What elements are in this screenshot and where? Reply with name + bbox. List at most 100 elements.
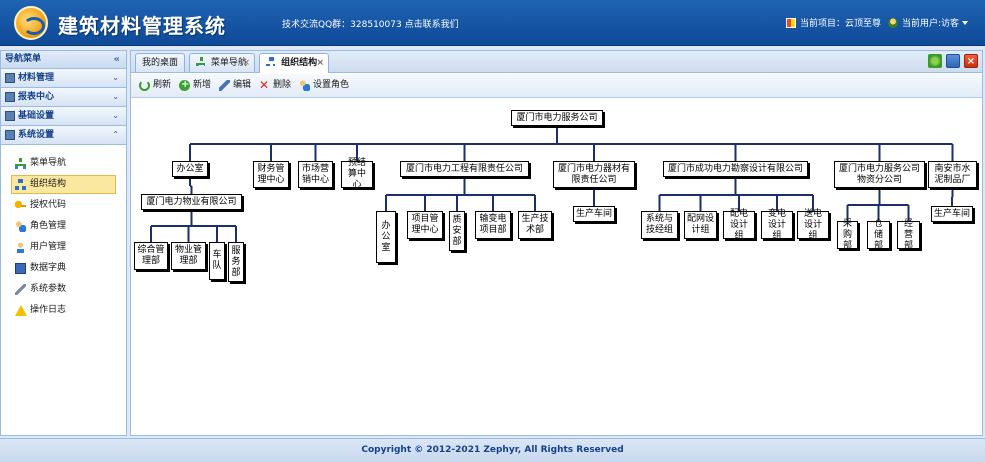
- sidebar-group-system-settings[interactable]: 系统设置 ⌃: [1, 126, 126, 145]
- app-title: 建筑材料管理系统: [58, 14, 226, 38]
- org-node-transform[interactable]: 变电设计组: [761, 209, 793, 241]
- tab-org-structure[interactable]: 组织结构 ×: [259, 53, 329, 73]
- footer: Copyright © 2012-2021 Zephyr, All Rights…: [0, 438, 985, 462]
- org-node-cement[interactable]: 南安市水泥制品厂: [928, 161, 977, 188]
- org-node-materials[interactable]: 厦门市电力服务公司物资分公司: [834, 161, 925, 188]
- sidebar-item-label: 组织结构: [30, 179, 67, 189]
- org-node-workshop2[interactable]: 生产车间: [931, 206, 973, 222]
- sidebar-item-auth-code[interactable]: 授权代码: [11, 196, 116, 215]
- current-project-label: 当前项目：云顶至尊: [800, 19, 882, 29]
- org-node-service[interactable]: 服务部: [228, 242, 244, 282]
- sidebar-header: 导航菜单 «: [1, 51, 126, 69]
- tab-label: 我的桌面: [142, 58, 179, 68]
- project-flag-icon: [786, 17, 796, 28]
- role-icon: [15, 221, 26, 232]
- org-node-label: 预结算中心: [347, 158, 366, 190]
- org-icon: [15, 179, 26, 190]
- org-node-storage[interactable]: 仓储部: [867, 219, 890, 251]
- sidebar-group-basic-settings[interactable]: 基础设置 ⌄: [1, 107, 126, 126]
- edit-icon: [219, 80, 230, 91]
- org-node-prop-mgmt[interactable]: 物业管理部: [171, 242, 206, 270]
- org-node-quality[interactable]: 质安部: [449, 211, 465, 251]
- org-node-project-mgmt[interactable]: 项目管理中心: [407, 211, 443, 239]
- org-node-workshop1[interactable]: 生产车间: [573, 206, 615, 222]
- org-node-label: 生产车间: [576, 208, 613, 219]
- app-logo-icon: [14, 6, 48, 40]
- qq-contact-link[interactable]: 技术交流QQ群：328510073 点击联系我们: [282, 20, 459, 30]
- sidebar-item-menu-navigation[interactable]: 菜单导航: [11, 154, 116, 173]
- org-node-equipment[interactable]: 厦门市电力器材有限责任公司: [553, 161, 635, 188]
- sidebar-group-materials[interactable]: 材料管理 ⌄: [1, 69, 126, 88]
- sidebar-group-label: 基础设置: [18, 111, 55, 121]
- org-node-marketing[interactable]: 市场营销中心: [298, 161, 333, 188]
- chevron-down-icon: ⌄: [112, 111, 119, 120]
- refresh-tab-icon[interactable]: [928, 54, 942, 68]
- key-icon: [15, 200, 26, 211]
- org-node-label: 厦门市电力器材有限责任公司: [557, 163, 630, 185]
- close-icon[interactable]: ×: [964, 54, 978, 68]
- add-button[interactable]: 新增: [179, 78, 212, 92]
- org-node-label: 厦门市成功电力勘察设计有限公司: [667, 163, 803, 174]
- basic-settings-group-icon: [5, 111, 15, 121]
- chevron-down-icon: ⌄: [112, 92, 119, 101]
- org-node-office[interactable]: 办公室: [172, 161, 208, 177]
- sidebar-item-data-dictionary[interactable]: 数据字典: [11, 259, 116, 278]
- org-node-label: 厦门电力物业有限公司: [146, 196, 237, 207]
- org-node-label: 厦门市电力服务公司: [516, 112, 598, 123]
- org-node-purchase[interactable]: 采购部: [837, 219, 858, 251]
- org-node-operation[interactable]: 经营部: [897, 219, 920, 251]
- sidebar-item-operation-log[interactable]: 操作日志: [11, 301, 116, 320]
- org-node-dist-net[interactable]: 配网设计组: [684, 211, 717, 239]
- org-node-budget[interactable]: 预结算中心: [341, 158, 373, 190]
- org-node-label: 综合管理部: [137, 245, 165, 266]
- chevron-down-icon: ⌄: [112, 73, 119, 82]
- tab-label: 组织结构: [281, 58, 318, 68]
- org-node-finance[interactable]: 财务管理中心: [253, 161, 289, 188]
- org-node-dist-elec[interactable]: 配电设计组: [723, 208, 755, 241]
- org-node-label: 配电设计组: [729, 208, 748, 241]
- tab-my-desktop[interactable]: 我的桌面: [135, 53, 185, 72]
- org-node-fleet[interactable]: 车队: [209, 242, 225, 280]
- close-tab-icon[interactable]: ×: [316, 58, 324, 68]
- sidebar-item-org-structure[interactable]: 组织结构: [11, 175, 116, 194]
- tab-label: 菜单导航: [210, 58, 247, 68]
- org-node-integrated[interactable]: 综合管理部: [134, 242, 168, 270]
- org-node-label: 南安市水泥制品厂: [934, 163, 971, 185]
- tree-icon: [15, 158, 26, 169]
- org-chart-canvas: 厦门市电力服务公司办公室厦门电力物业有限公司综合管理部物业管理部车队服务部财务管…: [131, 99, 982, 435]
- sidebar-item-role-management[interactable]: 角色管理: [11, 217, 116, 236]
- current-project[interactable]: 当前项目：云顶至尊: [786, 16, 881, 29]
- sidebar-item-label: 系统参数: [30, 284, 67, 294]
- org-node-root[interactable]: 厦门市电力服务公司: [511, 110, 603, 126]
- add-label: 新增: [193, 80, 212, 90]
- current-user-menu[interactable]: 当前用户:访客: [888, 16, 969, 29]
- org-node-substation[interactable]: 输变电项目部: [475, 211, 511, 239]
- org-node-label: 生产技术部: [521, 214, 549, 235]
- sidebar-group-reports[interactable]: 报表中心 ⌄: [1, 88, 126, 107]
- sidebar-group-label: 材料管理: [18, 73, 55, 83]
- sidebar-item-user-management[interactable]: 用户管理: [11, 238, 116, 257]
- set-role-button[interactable]: 设置角色: [299, 79, 349, 92]
- org-node-label: 系统与技经组: [645, 214, 673, 235]
- collapse-sidebar-icon[interactable]: «: [113, 54, 120, 65]
- maximize-icon[interactable]: [946, 54, 960, 68]
- warning-icon: [15, 305, 27, 316]
- org-node-engineering[interactable]: 厦门市电力工程有限责任公司: [400, 161, 529, 177]
- delete-button[interactable]: ✕ 删除: [259, 79, 291, 92]
- org-node-label: 财务管理中心: [257, 163, 285, 185]
- org-node-transmit[interactable]: 送电设计组: [797, 209, 829, 241]
- org-node-label: 配网设计组: [687, 214, 715, 235]
- org-node-eng-office[interactable]: 办公室: [376, 211, 396, 263]
- org-node-prod-tech[interactable]: 生产技术部: [518, 211, 552, 239]
- edit-button[interactable]: 编辑: [219, 79, 251, 92]
- org-node-sys-tech[interactable]: 系统与技经组: [641, 211, 678, 239]
- close-tab-icon[interactable]: ×: [242, 58, 250, 68]
- sidebar-item-system-parameters[interactable]: 系统参数: [11, 280, 116, 299]
- reports-group-icon: [5, 92, 15, 102]
- org-node-property[interactable]: 厦门电力物业有限公司: [141, 194, 242, 210]
- org-node-label: 市场营销中心: [301, 163, 329, 185]
- org-node-design[interactable]: 厦门市成功电力勘察设计有限公司: [663, 161, 808, 177]
- tab-menu-navigation[interactable]: 菜单导航 ×: [189, 53, 255, 72]
- refresh-button[interactable]: 刷新: [139, 79, 171, 92]
- copyright-text: Copyright © 2012-2021 Zephyr, All Rights…: [361, 445, 624, 455]
